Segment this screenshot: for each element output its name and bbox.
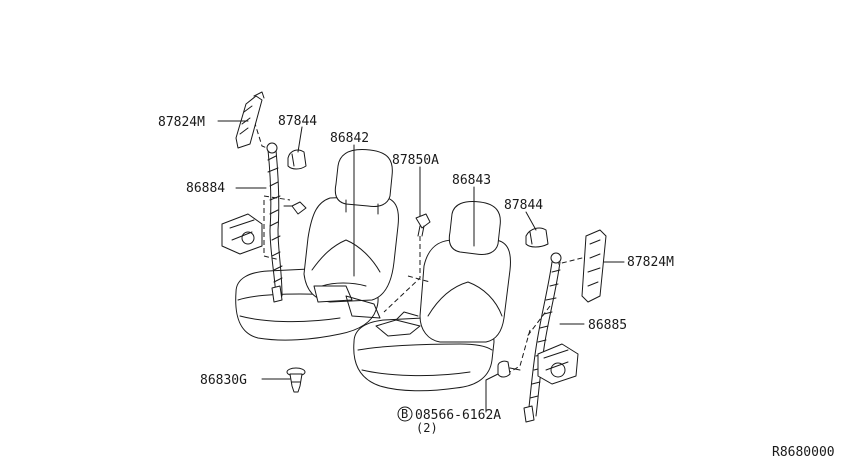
left-seat <box>235 149 399 341</box>
label-87824m-right: 87824M <box>627 255 674 270</box>
right-belt-assembly <box>523 229 607 423</box>
part-labels: 87824M 87844 86842 87850A 86843 86884 87… <box>158 114 835 460</box>
clip-86830g <box>286 367 306 393</box>
left-belt-assembly <box>221 91 307 303</box>
right-retractor <box>537 343 579 385</box>
label-bolt-qty: (2) <box>416 421 438 435</box>
label-87850a: 87850A <box>392 153 439 168</box>
bolt-symbol-letter: B <box>401 407 408 421</box>
label-86884: 86884 <box>186 181 225 196</box>
label-86842: 86842 <box>330 131 369 146</box>
label-87824m-left: 87824M <box>158 115 205 130</box>
left-cover-87844 <box>287 149 307 170</box>
label-bolt-part: 08566-6162A <box>415 408 501 423</box>
right-upper-guide <box>581 229 607 303</box>
right-seat <box>353 201 511 392</box>
anchor-bolt-87850a <box>415 213 431 237</box>
diagram-code: R8680000 <box>772 445 835 460</box>
left-upper-guide <box>235 95 263 149</box>
leader-lines <box>217 120 625 413</box>
label-86885: 86885 <box>588 318 627 333</box>
label-87844-left: 87844 <box>278 114 317 129</box>
left-retractor <box>221 213 263 255</box>
right-cover-87844 <box>525 227 549 248</box>
bolt-symbol-circle <box>397 406 413 422</box>
bolt-08566-6162a <box>497 360 521 378</box>
label-87844-right: 87844 <box>504 198 543 213</box>
label-86830g: 86830G <box>200 373 247 388</box>
label-86843: 86843 <box>452 173 491 188</box>
